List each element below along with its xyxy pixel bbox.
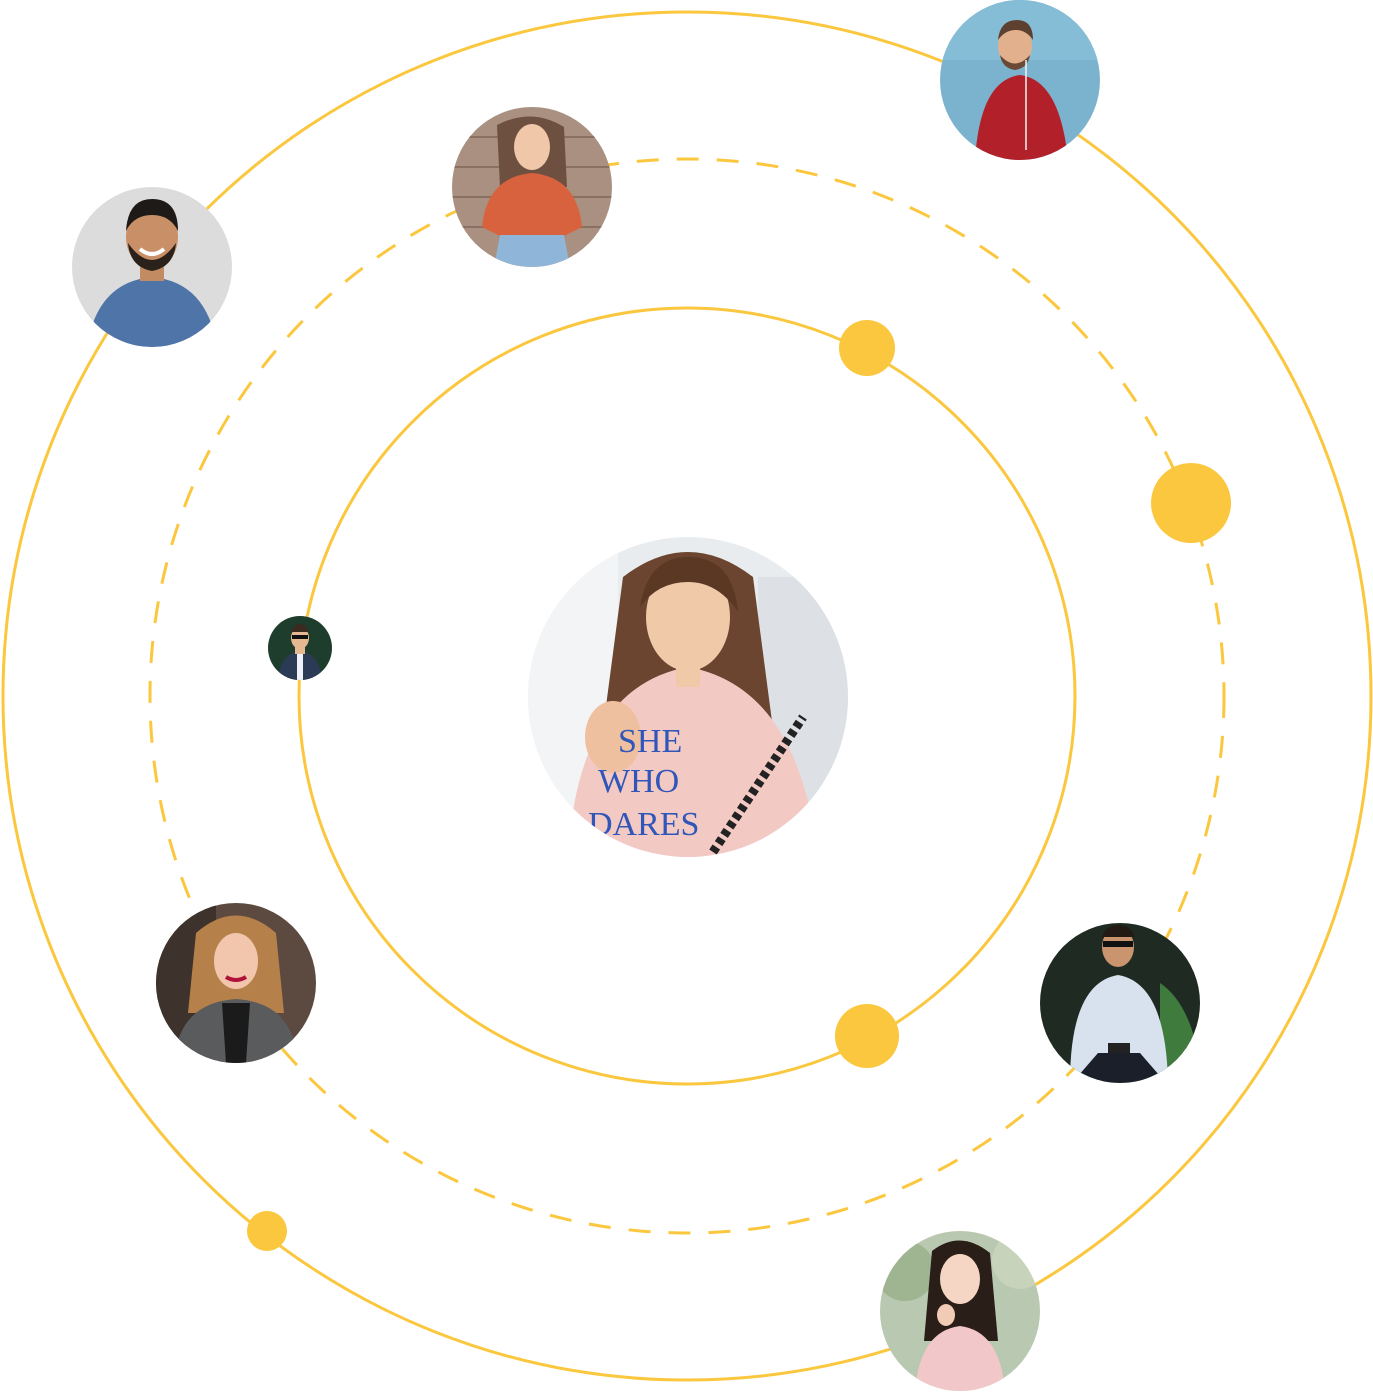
- woman-pink-dress-greenery-photo: [880, 1231, 1040, 1391]
- shirt-text-line-1: SHE: [618, 723, 682, 760]
- inner-orbit: [297, 306, 1077, 1086]
- inner-orbit-dot-bottom: [835, 1004, 899, 1068]
- inner-orbit-dot-top: [839, 320, 895, 376]
- man-sunglasses-white-shirt-photo: [1040, 923, 1200, 1083]
- middle-orbit-dot-right: [1151, 463, 1231, 543]
- man-red-sweater-earphones-photo: [940, 0, 1100, 160]
- avatar-man-red-sweater[interactable]: [940, 0, 1100, 160]
- outer-orbit-dot-bottom-left: [247, 1211, 287, 1251]
- avatar-man-sunglasses-small[interactable]: [268, 616, 332, 680]
- center-avatar[interactable]: SHE WHO DARES: [528, 537, 848, 857]
- shirt-text-line-2: WHO: [598, 763, 679, 800]
- avatar-woman-brick-wall[interactable]: [452, 107, 612, 267]
- woman-pink-tshirt-photo: SHE WHO DARES: [528, 537, 848, 857]
- avatar-winking-woman[interactable]: [156, 903, 316, 1063]
- smiling-bearded-man-blue-tshirt-photo: [72, 187, 232, 347]
- avatar-man-white-shirt[interactable]: [1040, 923, 1200, 1083]
- winking-woman-grey-coat-photo: [156, 903, 316, 1063]
- outer-orbit: [1, 10, 1373, 1382]
- middle-orbit: [148, 157, 1226, 1235]
- avatar-smiling-bearded-man[interactable]: [72, 187, 232, 347]
- man-sunglasses-suit-small-photo: [268, 616, 332, 680]
- avatar-woman-pink-dress[interactable]: [880, 1231, 1040, 1391]
- woman-brick-wall-orange-top-photo: [452, 107, 612, 267]
